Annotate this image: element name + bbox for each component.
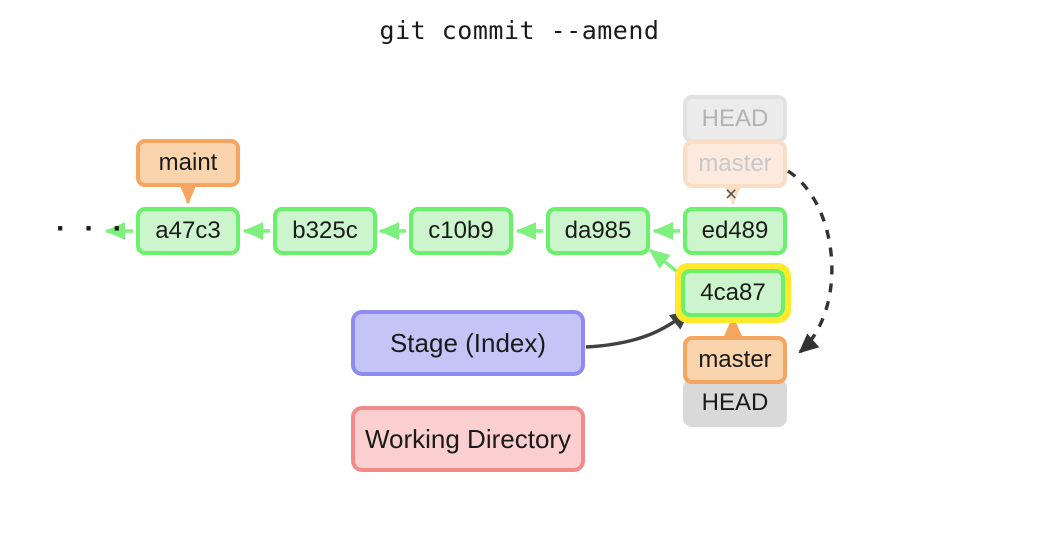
commit-node-da985[interactable]: da985 — [546, 207, 650, 255]
commit-node-c10b9[interactable]: c10b9 — [409, 207, 513, 255]
commit-node-4ca87[interactable]: 4ca87 — [681, 269, 785, 317]
commit-node-a47c3[interactable]: a47c3 — [136, 207, 240, 255]
ref-move-arrow — [787, 169, 834, 354]
strikethrough-x: × — [725, 183, 738, 206]
head-label: HEAD — [683, 379, 787, 427]
history-ellipsis: · · · — [56, 212, 128, 245]
stage-index-box[interactable]: Stage (Index) — [351, 310, 585, 376]
working-directory-box[interactable]: Working Directory — [351, 406, 585, 472]
stage-to-commit-arrow — [585, 309, 691, 349]
branch-label-maint[interactable]: maint — [136, 139, 240, 187]
commit-node-ed489[interactable]: ed489 — [683, 207, 787, 255]
branch-label-master[interactable]: master — [683, 336, 787, 384]
commit-node-b325c[interactable]: b325c — [273, 207, 377, 255]
old-master-label: master — [683, 140, 787, 188]
page-title: git commit --amend — [379, 16, 660, 45]
old-head-label: HEAD — [683, 95, 787, 143]
